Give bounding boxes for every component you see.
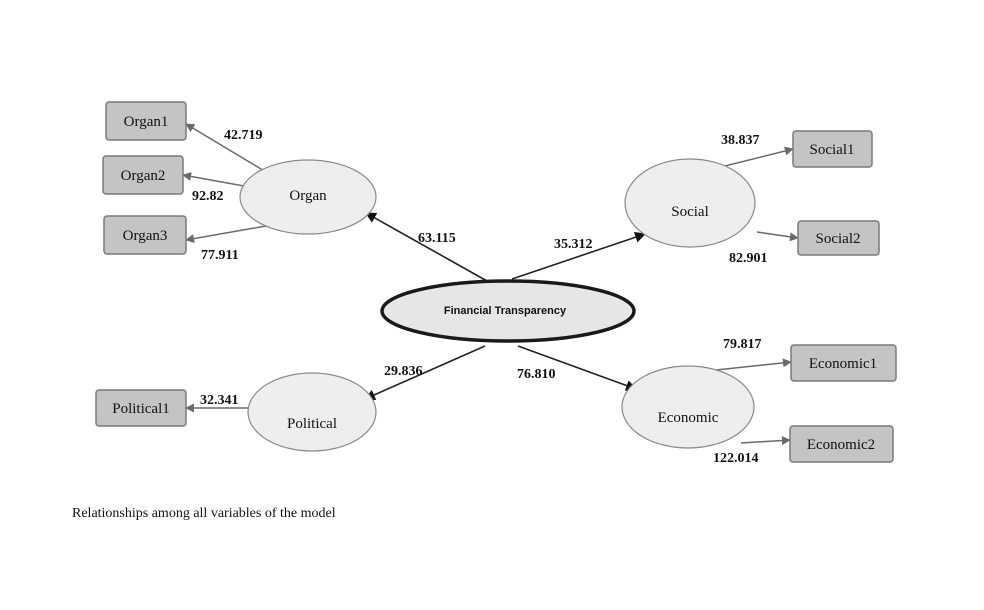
arrow-economic-to-economic2 (740, 436, 791, 445)
arrow-organ-to-organ1 (185, 123, 267, 173)
arrow-economic-to-economic1 (715, 358, 792, 371)
indicator-organ1: Organ1 (105, 101, 187, 141)
arrow-organ-to-organ3 (185, 225, 267, 244)
indicator-social1-label: Social1 (810, 142, 855, 158)
indicator-economic2-label: Economic2 (807, 437, 875, 453)
path-coefficient-organ: 63.115 (418, 231, 456, 246)
path-coefficient-economic: 76.810 (517, 367, 556, 382)
loading-social2: 82.901 (729, 251, 768, 266)
path-coefficient-social: 35.312 (554, 237, 593, 252)
indicator-social2: Social2 (797, 220, 880, 256)
loading-organ3: 77.911 (201, 248, 239, 263)
indicator-organ2: Organ2 (102, 155, 184, 195)
indicator-organ2-label: Organ2 (121, 168, 166, 184)
construct-political: Political (247, 372, 377, 452)
arrow-center-to-organ (365, 212, 488, 282)
indicator-social2-label: Social2 (816, 231, 861, 247)
loading-economic2: 122.014 (713, 451, 759, 466)
loading-organ1: 42.719 (224, 128, 263, 143)
indicator-organ3-label: Organ3 (123, 228, 168, 244)
financial-transparency-label: Financial Transparency (444, 305, 567, 317)
indicator-economic1-label: Economic1 (809, 356, 877, 372)
loading-social1: 38.837 (721, 133, 760, 148)
indicator-economic2: Economic2 (789, 425, 894, 463)
construct-financial-transparency: Financial Transparency (380, 279, 636, 343)
construct-organ-label: Organ (289, 188, 327, 204)
indicator-social1: Social1 (792, 130, 873, 168)
indicator-economic1: Economic1 (790, 344, 897, 382)
arrow-center-to-political (363, 345, 486, 401)
arrow-social-to-social2 (756, 231, 799, 242)
construct-organ: Organ (239, 159, 377, 235)
figure-caption: Relationships among all variables of the… (72, 506, 336, 521)
arrow-center-to-economic (517, 345, 638, 391)
arrow-social-to-social1 (720, 146, 794, 168)
loading-political1: 32.341 (200, 393, 239, 408)
indicator-organ3: Organ3 (103, 215, 187, 255)
path-coefficient-political: 29.836 (384, 364, 423, 379)
construct-political-label: Political (287, 416, 337, 432)
loading-economic1: 79.817 (723, 337, 762, 352)
indicator-political1: Political1 (95, 389, 187, 427)
loading-organ2: 92.82 (192, 189, 224, 204)
indicator-organ1-label: Organ1 (124, 114, 169, 130)
arrow-center-to-social (511, 231, 647, 280)
arrow-organ-to-organ2 (182, 172, 245, 187)
construct-social-label: Social (671, 204, 709, 220)
construct-social: Social (624, 158, 756, 248)
indicator-political1-label: Political1 (112, 401, 170, 417)
construct-economic-label: Economic (658, 410, 719, 426)
construct-economic: Economic (621, 365, 755, 449)
